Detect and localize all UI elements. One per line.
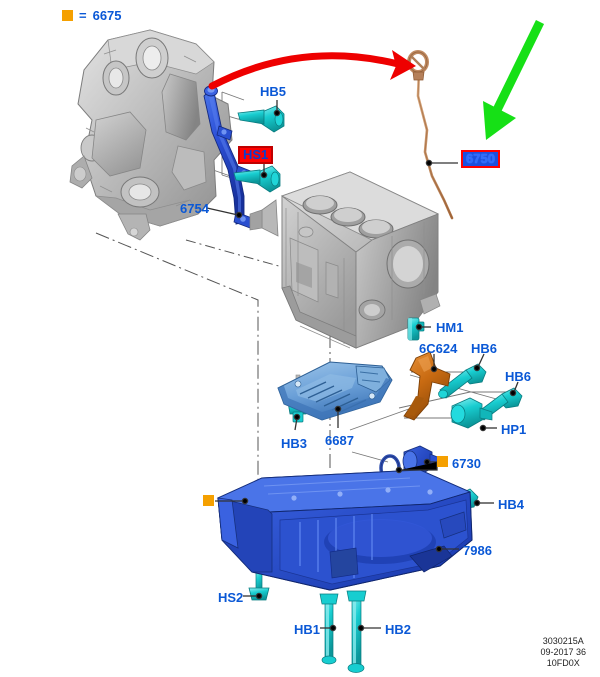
engine-front-cover xyxy=(69,29,233,241)
sensor-hm1 xyxy=(407,317,425,341)
label-hb2: HB2 xyxy=(385,622,412,637)
windage-tray-6687 xyxy=(277,361,393,421)
label-6754: 6754 xyxy=(180,201,209,216)
marker-oilpan-sealant xyxy=(203,495,214,506)
orange-square-icon xyxy=(62,10,73,21)
label-hs1: HS1 xyxy=(238,146,274,164)
diagram-footer: 3030215A 09-2017 36 10FD0X xyxy=(540,636,586,669)
label-hs2: HS2 xyxy=(218,590,244,605)
dipstick-6750 xyxy=(407,50,454,220)
label-hb4: HB4 xyxy=(498,497,525,512)
engine-cylinder-block xyxy=(249,171,441,349)
label-6750: 6750 xyxy=(461,150,500,168)
legend-code: 6675 xyxy=(92,8,122,23)
label-7986: 7986 xyxy=(463,543,492,558)
label-hm1: HM1 xyxy=(436,320,464,335)
bracket-6C624 xyxy=(403,351,451,421)
oil-pressure-switch-hp1 xyxy=(450,397,493,429)
label-6C624: 6C624 xyxy=(419,341,458,356)
footer-drawing-number: 3030215A xyxy=(542,636,584,646)
bolt-hb2 xyxy=(346,590,367,673)
green-straight-arrow xyxy=(483,20,545,140)
red-curved-arrow xyxy=(208,50,416,90)
label-hp1: HP1 xyxy=(501,422,527,437)
label-leaders xyxy=(206,100,519,632)
footer-revision-date: 09-2017 36 xyxy=(540,647,586,657)
label-hb5: HB5 xyxy=(260,84,287,99)
label-hb3: HB3 xyxy=(281,436,308,451)
label-hb6-a: HB6 xyxy=(471,341,498,356)
label-hb6-b: HB6 xyxy=(505,369,532,384)
legend-sealant: = 6675 xyxy=(62,8,122,23)
footer-sheet-code: 10FD0X xyxy=(546,658,580,668)
label-6687: 6687 xyxy=(325,433,354,448)
label-hb1: HB1 xyxy=(294,622,321,637)
bolt-hb6-a xyxy=(438,363,487,399)
label-6730: 6730 xyxy=(452,456,481,471)
legend-equals: = xyxy=(79,8,87,23)
marker-6730-sealant xyxy=(437,456,448,467)
oil-pan xyxy=(216,469,473,591)
